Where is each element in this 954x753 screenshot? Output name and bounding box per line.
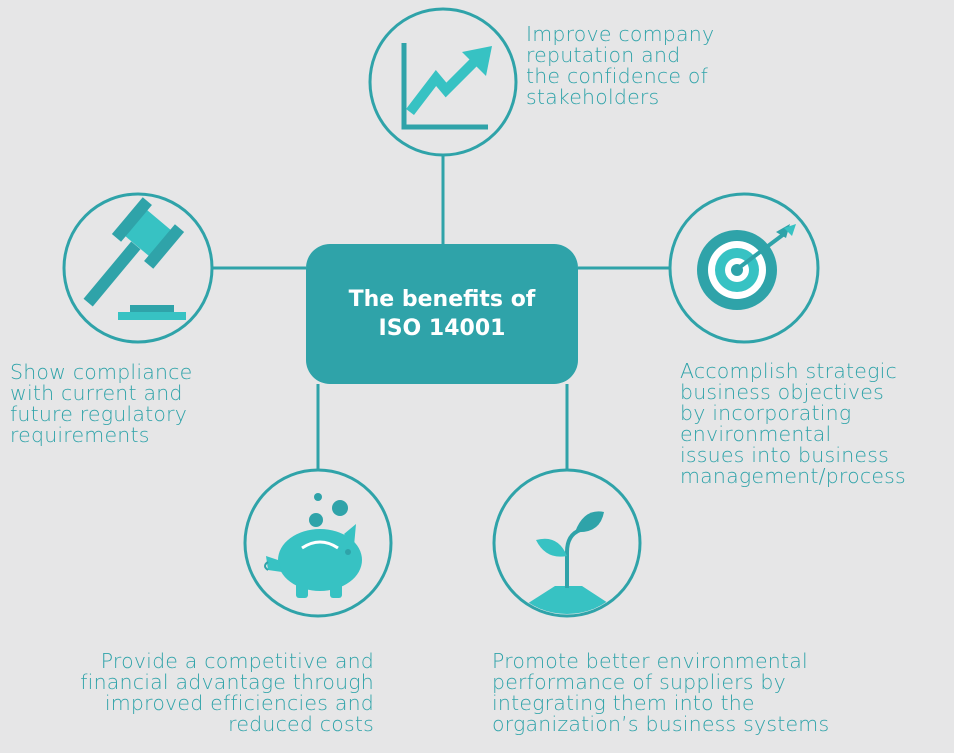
financial-node xyxy=(243,468,393,618)
benefit-strategic-label: Accomplish strategic business objectives… xyxy=(680,359,906,488)
compliance-node xyxy=(62,192,214,344)
growth-chart-icon xyxy=(401,43,492,130)
central-title: The benefits of ISO 14001 xyxy=(348,287,536,341)
target-icon xyxy=(697,224,796,310)
reputation-node xyxy=(368,7,518,157)
gavel-icon xyxy=(83,197,186,320)
central-title-box: The benefits of ISO 14001 xyxy=(306,244,578,384)
benefit-reputation-label: Improve company reputation and the confi… xyxy=(526,22,715,109)
benefit-compliance-label: Show compliance with current and future … xyxy=(10,360,193,447)
connector-lines xyxy=(212,154,670,470)
strategic-node xyxy=(668,192,820,344)
suppliers-node xyxy=(492,468,642,618)
piggy-bank-icon xyxy=(264,493,362,598)
benefit-suppliers-label: Promote better environmental performance… xyxy=(492,649,830,736)
benefit-financial-label: Provide a competitive and financial adva… xyxy=(80,649,374,736)
